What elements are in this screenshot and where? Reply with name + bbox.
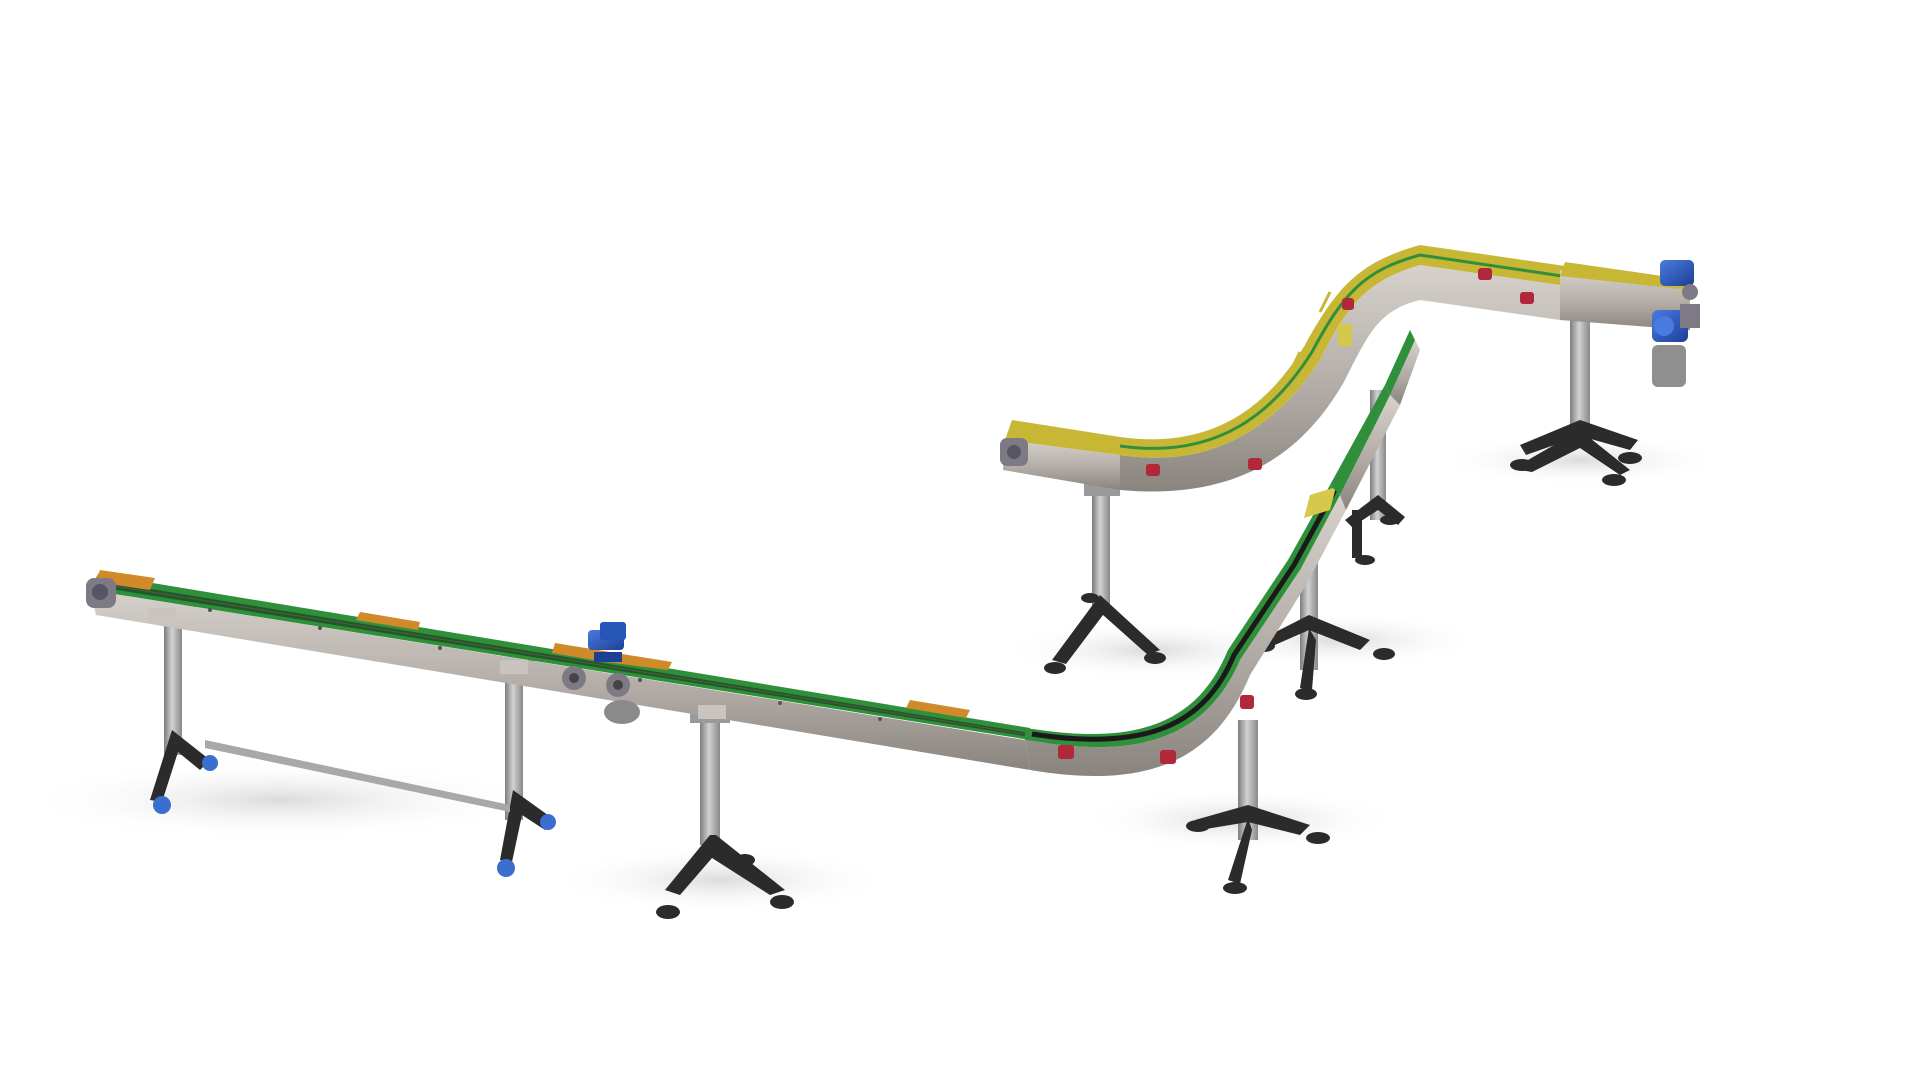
- leg-lower-curve: [1186, 720, 1330, 894]
- leg-right-end: [1510, 320, 1642, 486]
- leg-crossbar: [205, 740, 510, 812]
- conveyor-lower-curve: [1025, 485, 1346, 776]
- conveyor-straight-left: [86, 570, 1031, 770]
- leg-center: [656, 705, 794, 919]
- drive-unit-right: [1560, 260, 1700, 387]
- leg-left-b: [495, 660, 556, 877]
- ground-shadows: [20, 434, 1720, 914]
- conveyor-diagonal: [1330, 330, 1420, 510]
- conveyor-upper-curve: [1000, 245, 1565, 492]
- drive-unit-center: [562, 622, 640, 724]
